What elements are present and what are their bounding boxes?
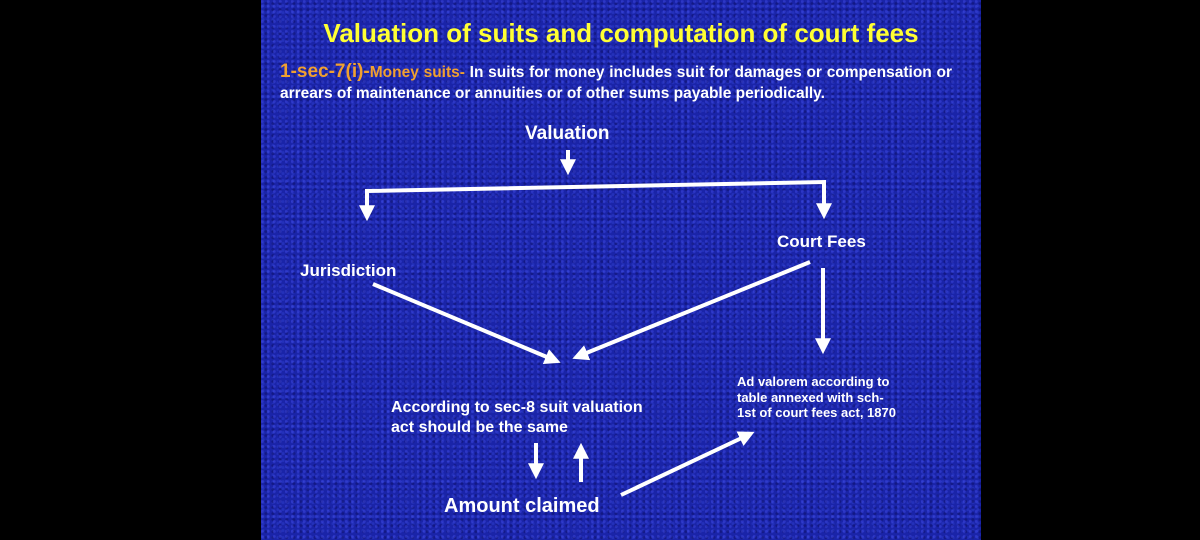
ad-valorem-line-2: table annexed with sch- bbox=[737, 389, 884, 405]
section-label: 1-sec-7(i)- bbox=[280, 61, 370, 82]
node-ad-valorem: Ad valorem according to table annexed wi… bbox=[737, 374, 896, 421]
arrow-amount-to-advalorem bbox=[620, 431, 755, 497]
slide-title: Valuation of suits and computation of co… bbox=[323, 18, 919, 48]
flow-arrows bbox=[359, 150, 832, 497]
arrow-courtfees-to-center bbox=[572, 260, 811, 361]
same-valuation-line-2: act should be the same bbox=[391, 419, 568, 436]
node-court-fees: Court Fees bbox=[777, 232, 866, 251]
node-jurisdiction: Jurisdiction bbox=[300, 261, 397, 280]
slide: Valuation of suits and computation of co… bbox=[261, 0, 981, 540]
arrow-jurisdiction-to-center bbox=[372, 282, 561, 364]
money-suits-label: Money suits- bbox=[369, 64, 465, 81]
node-valuation: Valuation bbox=[525, 123, 610, 144]
intro-paragraph: 1-sec-7(i)-Money suits- In suits for mon… bbox=[280, 61, 952, 104]
bracket-split-line bbox=[365, 179, 826, 212]
node-same-valuation: According to sec-8 suit valuation act sh… bbox=[391, 398, 643, 438]
ad-valorem-line-3: 1st of court fees act, 1870 bbox=[737, 405, 896, 420]
ad-valorem-line-1: Ad valorem according to bbox=[737, 374, 890, 389]
node-amount-claimed: Amount claimed bbox=[444, 495, 600, 517]
intro-body: In suits for money includes suit for dam… bbox=[280, 64, 953, 102]
same-valuation-line-1: According to sec-8 suit valuation bbox=[391, 399, 643, 416]
